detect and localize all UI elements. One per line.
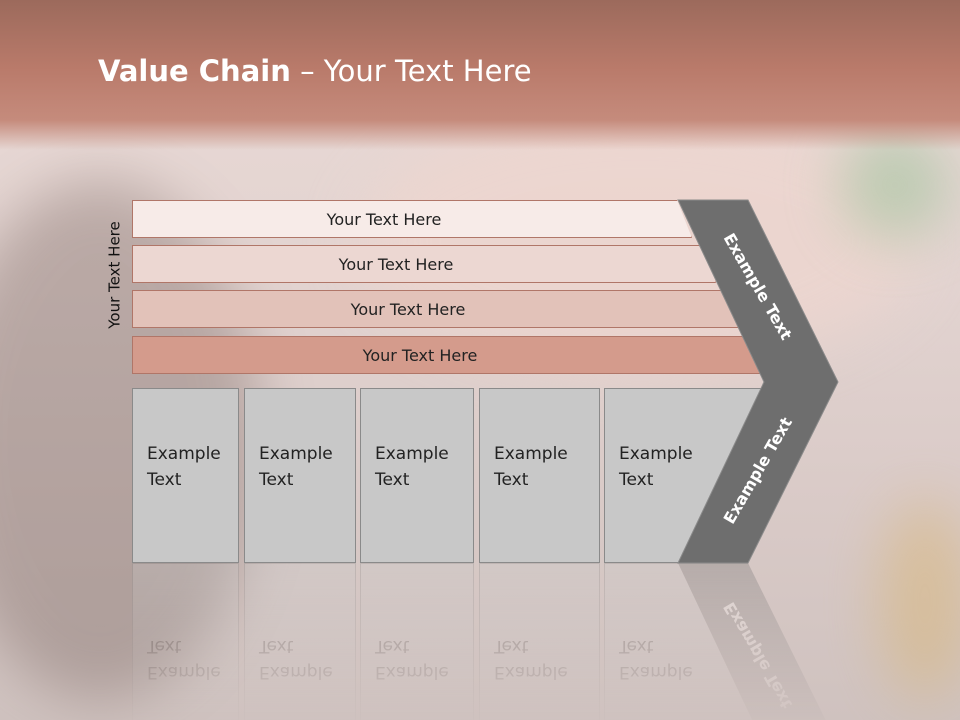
header-band (0, 0, 960, 150)
support-row-2: Your Text Here (132, 245, 716, 283)
box-line: Example (619, 444, 693, 464)
support-row-4: Your Text Here (132, 336, 764, 374)
title-bold: Value Chain (98, 54, 291, 88)
box-line: Example (147, 444, 221, 464)
box-line: Text (375, 470, 410, 490)
box-line: Text (619, 470, 654, 490)
box-line: Text (259, 470, 294, 490)
background-blur-shape (880, 500, 960, 700)
title-rest: – Your Text Here (290, 54, 532, 88)
support-row-label: Your Text Here (362, 345, 478, 365)
box-line: Text (147, 470, 182, 490)
chevron-arrow-shape (677, 199, 839, 564)
support-row-1: Your Text Here (132, 200, 692, 238)
support-row-label: Your Text Here (350, 299, 466, 319)
slide-title: Value Chain – Your Text Here (98, 54, 532, 88)
support-row-label: Your Text Here (338, 254, 454, 274)
box-line: Example (259, 444, 333, 464)
box-line: Example (494, 444, 568, 464)
support-row-label: Your Text Here (326, 209, 442, 229)
support-row-3: Your Text Here (132, 290, 740, 328)
box-line: Example (375, 444, 449, 464)
box-line: Text (494, 470, 529, 490)
